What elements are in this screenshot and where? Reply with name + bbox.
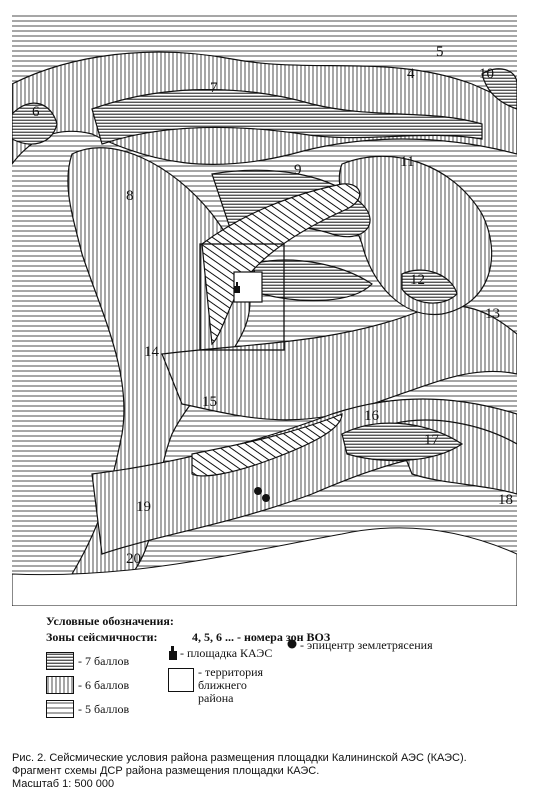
zone-label: 4 <box>407 66 415 82</box>
legend-swatch-7 <box>46 652 74 670</box>
map-legend: Условные обозначения: Зоны сейсмичности:… <box>40 612 520 732</box>
legend-site-icon <box>169 646 177 660</box>
legend-title: Условные обозначения: <box>46 614 174 628</box>
zone-label: 12 <box>410 272 425 288</box>
legend-territory-label: - территория ближнего района <box>198 665 264 705</box>
caption-line-3: Масштаб 1: 500 000 <box>12 778 115 790</box>
figure-caption: Рис. 2. Сейсмические условия района разм… <box>12 752 542 791</box>
legend-territory-swatch <box>168 668 194 692</box>
zone-label: 6 <box>32 104 40 120</box>
zone-number-labels: 4 5 6 7 8 9 10 11 12 13 14 15 16 17 18 1… <box>32 44 513 567</box>
zone-label: 7 <box>210 80 218 96</box>
legend-site-label: - площадка КАЭС <box>180 646 273 660</box>
legend-swatch-5 <box>46 700 74 718</box>
seismic-zone-map: 4 5 6 7 8 9 10 11 12 13 14 15 16 17 18 1… <box>12 14 517 606</box>
zone-label: 19 <box>136 499 151 515</box>
zone-label: 18 <box>498 492 513 508</box>
earthquake-epicenter <box>262 494 270 502</box>
caption-line-2: Фрагмент схемы ДСР района размещения пло… <box>12 765 320 777</box>
legend-zone-numbers: 4, 5, 6 ... - номера зон ВОЗ <box>192 630 331 644</box>
zone-label: 16 <box>364 408 380 424</box>
zone-label: 17 <box>424 432 440 448</box>
earthquake-epicenter <box>254 487 262 495</box>
zone-diagonal-belt <box>191 183 361 477</box>
zone-label: 15 <box>202 394 217 410</box>
zone-label: 14 <box>144 344 160 360</box>
legend-epicenter-label: - эпицентр землетрясения <box>300 638 433 652</box>
zone-label: 11 <box>400 154 414 170</box>
legend-swatch-6 <box>46 676 74 694</box>
legend-epicenter-icon <box>287 639 297 649</box>
caption-line-1: Рис. 2. Сейсмические условия района разм… <box>12 752 467 764</box>
zone-label: 20 <box>126 551 141 567</box>
map-lower-margin <box>12 527 517 606</box>
zone-label: 9 <box>294 162 302 178</box>
near-region-territory <box>199 243 285 351</box>
legend-subtitle: Зоны сейсмичности: <box>46 630 158 644</box>
zone-label: 8 <box>126 188 134 204</box>
kaes-site-marker <box>234 282 240 293</box>
legend-label-5: - 5 баллов <box>78 702 130 716</box>
legend-label-6: - 6 баллов <box>78 678 130 692</box>
legend-label-7: - 7 баллов <box>78 654 130 668</box>
zone-label: 10 <box>479 66 494 82</box>
zone-label: 5 <box>436 44 444 60</box>
zone-label: 13 <box>485 306 500 322</box>
